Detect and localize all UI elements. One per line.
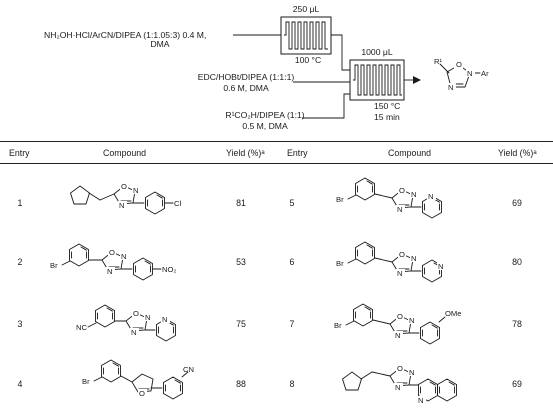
outlet-arrow-icon: [413, 76, 421, 84]
compound-4-structure: Br O CN: [82, 359, 194, 400]
yield-value: 81: [236, 198, 246, 208]
entry-number: 8: [289, 379, 295, 389]
coil-2-temperature: 150 °C: [374, 101, 400, 111]
yield-value: 53: [236, 257, 246, 267]
compound-1-structure: O N N Cl: [70, 182, 181, 215]
atom-label: N: [418, 396, 423, 405]
compound-7-structure: Br O N N OMe: [334, 303, 461, 345]
header-entry-right: Entry: [287, 148, 308, 158]
yield-value: 80: [512, 257, 522, 267]
atom-label: N: [121, 252, 126, 261]
product-r1-label: R¹: [434, 57, 442, 66]
atom-label: N: [395, 331, 400, 340]
atom-label: N: [131, 328, 136, 337]
atom-label: N: [411, 254, 416, 263]
compound-3-structure: NC O N N N: [76, 304, 176, 342]
reagent-2-concentration: 0.6 M, DMA: [223, 83, 269, 93]
compound-6-structure: Br O N N N: [336, 241, 446, 283]
header-yield-left: Yield (%)ᵃ: [226, 148, 265, 158]
reagent-1-text: NH₂OH·HCl/ArCN/DIPEA (1:1.05:3) 0.4 M,: [44, 30, 206, 40]
atom-label: O: [133, 309, 139, 318]
atom-label: N: [411, 190, 416, 199]
entry-number: 6: [289, 257, 295, 267]
atom-label: N: [438, 262, 443, 271]
product-ar-label: Ar: [481, 69, 489, 78]
header-entry-left: Entry: [9, 148, 30, 158]
atom-label: N: [409, 368, 414, 377]
reactor-coil-1: [280, 16, 332, 55]
atom-label: O: [139, 389, 145, 398]
atom-label: O: [399, 186, 405, 195]
yield-value: 75: [236, 319, 246, 329]
table-header-rule: [0, 163, 553, 164]
coil-1-temperature: 100 °C: [295, 55, 321, 65]
flow-reaction-scheme: NH₂OH·HCl/ArCN/DIPEA (1:1.05:3) 0.4 M, D…: [44, 4, 489, 131]
atom-label: N: [395, 383, 400, 392]
header-compound-left: Compound: [103, 148, 147, 158]
product-ring-nitrogen-2: N: [467, 69, 472, 78]
entry-number: 4: [17, 379, 23, 389]
atom-label: Cl: [174, 199, 181, 208]
atom-label: OMe: [445, 309, 461, 318]
table-top-rule: [0, 141, 553, 142]
atom-label: N: [397, 269, 402, 278]
entry-number: 7: [289, 319, 295, 329]
atom-label: Br: [336, 259, 344, 268]
atom-label: N: [397, 205, 402, 214]
reagent-1-solvent: DMA: [150, 39, 169, 49]
reagent-3-text: R¹CO₂H/DIPEA (1:1): [225, 110, 304, 120]
entry-number: 5: [289, 198, 295, 208]
atom-label: Br: [334, 321, 342, 330]
header-compound-right: Compound: [388, 148, 432, 158]
atom-label: O: [121, 182, 127, 191]
coil-1-volume: 250 μL: [293, 4, 320, 14]
product-ring-oxygen: O: [456, 60, 462, 69]
atom-label: N: [428, 192, 433, 201]
entry-number: 2: [17, 257, 23, 267]
atom-label: O: [109, 248, 115, 257]
reagent-3-concentration: 0.5 M, DMA: [242, 121, 288, 131]
atom-label: Br: [82, 377, 90, 386]
atom-label: N: [107, 267, 112, 276]
atom-label: N: [145, 313, 150, 322]
entry-number: 1: [17, 198, 23, 208]
atom-label: N: [162, 315, 167, 324]
atom-label: NC: [76, 323, 87, 332]
reagent-2-text: EDC/HOBt/DIPEA (1:1:1): [198, 72, 295, 82]
transfer-line: [331, 34, 350, 71]
compound-8-structure: O N N N: [342, 364, 457, 405]
product-oxadiazole-structure: R¹ O N N Ar: [434, 57, 489, 92]
compound-2-structure: Br O N N NO₂: [50, 243, 176, 281]
atom-label: O: [397, 364, 403, 373]
header-yield-right: Yield (%)ᵃ: [498, 148, 537, 158]
atom-label: N: [119, 201, 124, 210]
atom-label: Br: [50, 261, 58, 270]
coil-2-volume: 1000 μL: [361, 47, 392, 57]
atom-label: NO₂: [162, 265, 176, 274]
reactor-coil-2: [349, 59, 405, 101]
atom-label: N: [133, 186, 138, 195]
yield-value: 69: [512, 198, 522, 208]
atom-label: O: [397, 312, 403, 321]
yield-value: 78: [512, 319, 522, 329]
atom-label: N: [409, 316, 414, 325]
atom-label: Br: [336, 195, 344, 204]
atom-label: CN: [183, 365, 194, 374]
entry-number: 3: [17, 319, 23, 329]
yield-value: 69: [512, 379, 522, 389]
coil-2-residence-time: 15 min: [374, 112, 400, 122]
compound-5-structure: Br O N N N: [336, 177, 442, 219]
atom-label: O: [399, 250, 405, 259]
feed-line-3: [302, 93, 350, 119]
product-ring-nitrogen-4: N: [448, 83, 453, 92]
yield-value: 88: [236, 379, 246, 389]
